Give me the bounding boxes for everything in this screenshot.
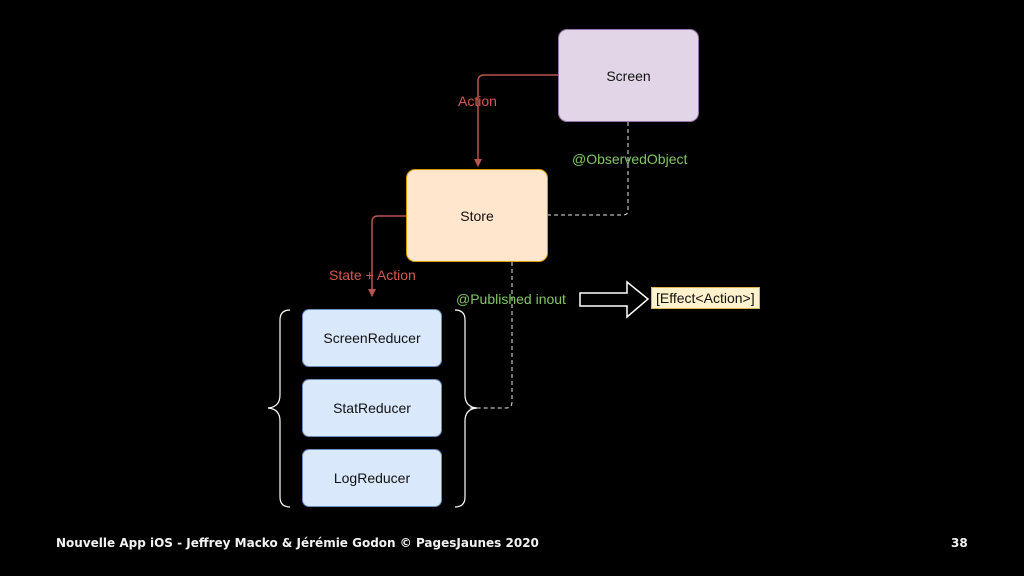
footer-title: Nouvelle App iOS - Jeffrey Macko & Jérém… (56, 536, 539, 550)
state-action-arrow (368, 215, 406, 297)
observed-object-label: @ObservedObject (572, 151, 688, 167)
stat-reducer-node: StatReducer (302, 379, 442, 437)
published-inout-label: @Published inout (456, 291, 566, 307)
state-action-label: State + Action (329, 267, 416, 283)
observed-object-link (548, 122, 629, 216)
screen-reducer-label: ScreenReducer (323, 330, 421, 346)
page-number: 38 (951, 536, 968, 550)
stat-reducer-label: StatReducer (333, 400, 411, 416)
effect-node: [Effect<Action>] (651, 287, 760, 309)
store-node-label: Store (460, 207, 494, 224)
left-brace (267, 309, 291, 508)
store-node: Store (406, 169, 548, 262)
log-reducer-label: LogReducer (333, 470, 411, 486)
effect-arrow (579, 280, 650, 319)
screen-node: Screen (558, 29, 699, 122)
action-label: Action (458, 93, 497, 109)
log-reducer-node: LogReducer (302, 449, 442, 507)
screen-node-label: Screen (606, 67, 651, 84)
action-arrow (474, 74, 558, 167)
published-link (468, 262, 513, 409)
screen-reducer-node: ScreenReducer (302, 309, 442, 367)
right-brace (454, 309, 478, 508)
